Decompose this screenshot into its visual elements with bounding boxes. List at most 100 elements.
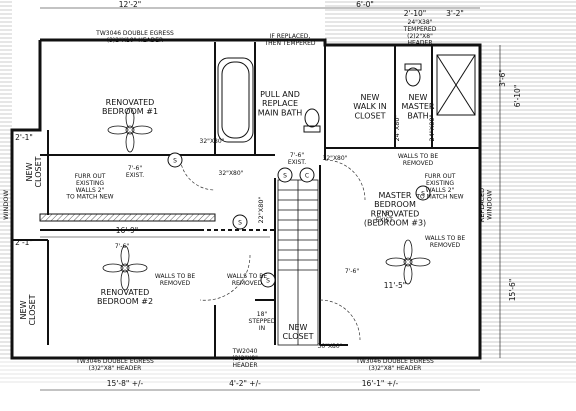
text-line: NEW xyxy=(289,323,308,332)
text-line: REMOVED xyxy=(403,160,434,167)
door-swings xyxy=(179,154,366,341)
text-line: FURR OUT xyxy=(75,173,106,180)
symbol-s: S xyxy=(421,191,425,198)
text-line: TO MATCH NEW xyxy=(415,194,463,201)
ceiling-height-4: 7'-6" xyxy=(115,243,129,250)
symbol-s: S xyxy=(173,158,177,165)
note-tempered: IF REPLACED,THEN TEMPERED xyxy=(264,33,316,47)
text-line: 7'-6" xyxy=(378,210,392,217)
text-line: (3)2"X8" HEADER xyxy=(89,365,142,372)
text-line: MASTER xyxy=(379,191,412,200)
ceiling-fan-icon xyxy=(102,245,148,291)
text-line: WINDOW xyxy=(485,190,493,220)
note-header-bottom-center: TW2040(2)2"X8"HEADER xyxy=(232,348,259,369)
dim-right-2: 6'-10" xyxy=(513,85,522,108)
tub xyxy=(217,57,254,143)
note-window-right: REPLACEDWINDOW xyxy=(478,188,493,222)
text-line: REMOVED xyxy=(430,242,461,249)
text-line: TW3046 DOUBLE EGRESS xyxy=(95,30,174,37)
exterior-walls xyxy=(10,38,482,360)
text-line: CLOSET xyxy=(354,111,385,120)
door-size-5: 24"X80" xyxy=(428,115,436,142)
door-size-7: 30"X80" xyxy=(318,343,343,350)
text-line: WALLS TO BE xyxy=(227,273,268,280)
labels: 12'-2" 6'-0" 2'-10" 3'-2" 15'-8" +/- 4'-… xyxy=(2,0,522,388)
note-header-top-left: TW3046 DOUBLE EGRESS(3)2"X10" HEADER xyxy=(95,30,174,44)
text-line: THEN TEMPERED xyxy=(264,40,316,47)
text-line: WALLS 2" xyxy=(76,187,105,194)
text-line: TW3046 DOUBLE EGRESS xyxy=(75,358,154,365)
text-line: NEW xyxy=(361,93,380,102)
text-line: REMOVED xyxy=(160,280,191,287)
room-closet-left-bottom: NEWCLOSET xyxy=(19,294,37,325)
text-line: PULL AND xyxy=(260,90,300,99)
ceiling-height-3: 7'-6"EXIST. xyxy=(376,210,394,224)
text-line: 24"X38" xyxy=(408,19,433,26)
text-line: (2)2"X8" xyxy=(232,355,258,362)
dim-left-1: 2'-1" xyxy=(15,133,33,142)
text-line: (3)2"X10" HEADER xyxy=(107,37,163,44)
text-line: IF REPLACED, xyxy=(270,33,311,40)
text-line: RENOVATED xyxy=(106,98,155,107)
text-line: CLOSET xyxy=(34,156,43,187)
ceiling-fan-icon xyxy=(107,107,153,153)
door-size-3: 22"X80" xyxy=(257,197,265,224)
door-size-6: 32"X80" xyxy=(200,138,225,145)
text-line: BEDROOM #1 xyxy=(102,107,158,116)
text-line: IN xyxy=(259,325,265,332)
dim-bottom-1: 15'-8" +/- xyxy=(107,379,144,388)
text-line: HEADER xyxy=(408,40,433,47)
dim-left-2: 2'-1" xyxy=(15,238,33,247)
staircase xyxy=(277,179,319,346)
text-line: TO MATCH NEW xyxy=(65,194,113,201)
text-line: FURR OUT xyxy=(425,173,456,180)
note-header-bottom-right: TW3046 DOUBLE EGRESS(3)2"X8" HEADER xyxy=(355,358,434,372)
text-line: 18" xyxy=(257,311,268,318)
text-line: REPLACE xyxy=(262,99,298,108)
text-line: WALLS 2" xyxy=(426,187,455,194)
door-size-2: 32"X80" xyxy=(323,155,348,162)
text-line: TW3046 DOUBLE EGRESS xyxy=(355,358,434,365)
dim-top-1: 12'-2" xyxy=(119,0,142,9)
text-line: REMOVED xyxy=(232,280,263,287)
dim-interior-1: 16'-9" xyxy=(116,226,139,235)
text-line: NEW xyxy=(19,300,28,319)
toilet-main xyxy=(303,108,321,133)
note-window-left: WINDOW xyxy=(2,190,10,220)
dimension-lines xyxy=(40,7,501,391)
text-line: EXIST. xyxy=(288,159,306,166)
text-line: CLOSET xyxy=(282,332,313,341)
text-line: NEW xyxy=(409,93,428,102)
text-line: RENOVATED xyxy=(101,288,150,297)
symbol-s: S xyxy=(238,220,242,227)
dim-right-3: 15'-6" xyxy=(508,279,517,302)
interior-walls xyxy=(11,42,480,358)
ceiling-height-2: 7'-6"EXIST. xyxy=(288,152,306,166)
text-line: BEDROOM #2 xyxy=(97,297,153,306)
dim-bottom-3: 16'-1" +/- xyxy=(362,379,399,388)
text-line: TW2040 xyxy=(232,348,258,355)
ceiling-height-1: 7'-6"EXIST. xyxy=(126,165,144,179)
text-line: HEADER xyxy=(233,362,258,369)
symbol-c: C xyxy=(305,173,309,180)
dim-top-4: 3'-2" xyxy=(446,9,464,18)
text-line: BATH xyxy=(407,111,428,120)
text-line: (3)2"X8" HEADER xyxy=(369,365,422,372)
text-line: NEW xyxy=(25,162,34,181)
text-line: TEMPERED xyxy=(403,26,437,33)
exterior-siding xyxy=(0,0,576,385)
text-line: (2)2"X8" xyxy=(407,33,433,40)
door-size-1: 32"X80" xyxy=(219,170,244,177)
